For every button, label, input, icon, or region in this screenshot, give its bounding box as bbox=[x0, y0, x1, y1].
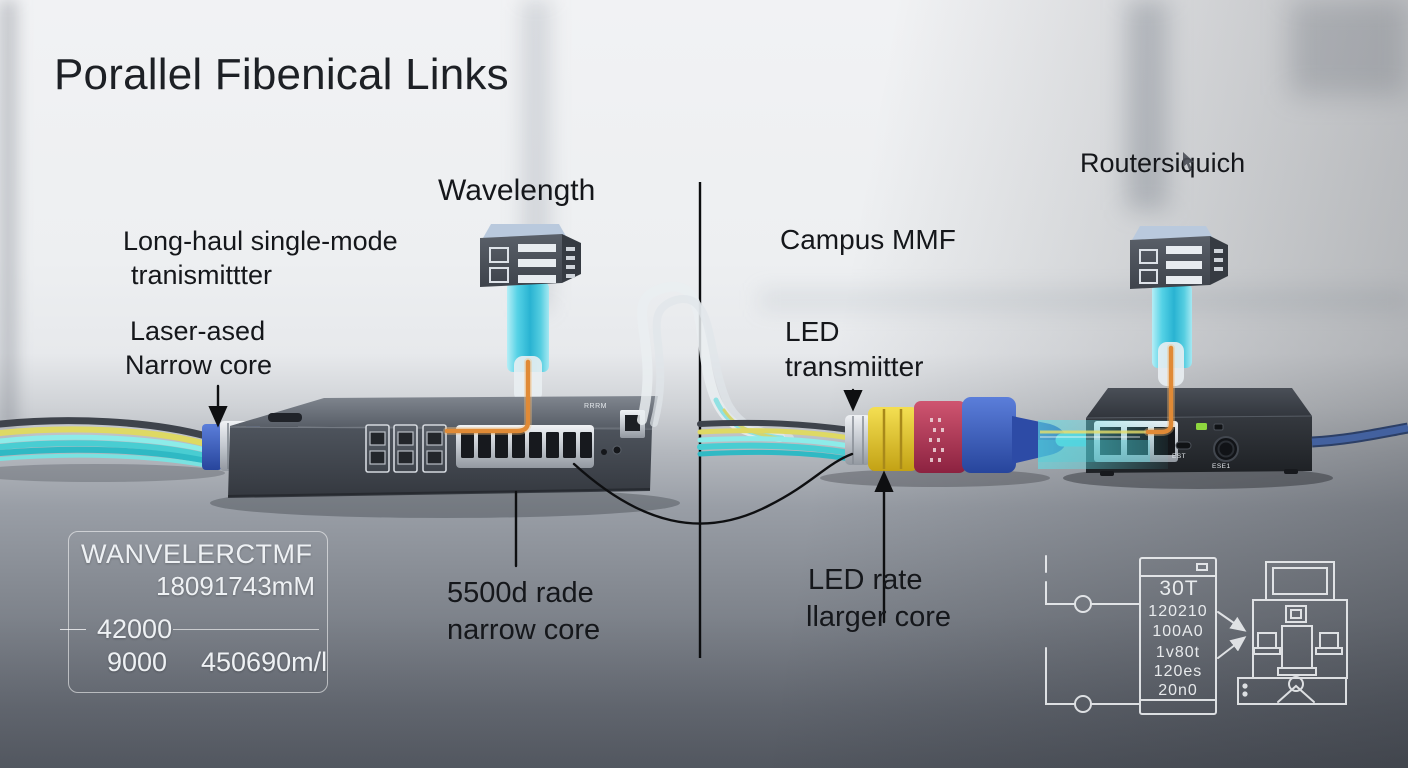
schematic-row: 120es bbox=[1153, 663, 1203, 680]
loop-cable bbox=[637, 281, 794, 442]
multimode-cable bbox=[697, 419, 853, 462]
spec-core-value: 9000 bbox=[107, 647, 168, 677]
panel-dash bbox=[60, 629, 86, 630]
single-mode-cable bbox=[0, 417, 210, 468]
spec-reach-value: 18091743mM bbox=[156, 571, 315, 601]
right-transceiver-module bbox=[1130, 226, 1228, 289]
router-status-led bbox=[1196, 423, 1207, 430]
label-campus-mmf: Campus MMF bbox=[780, 224, 956, 255]
connector-markings bbox=[929, 418, 944, 462]
page-title: Porallel Fibenical Links bbox=[54, 50, 509, 99]
switch-led bbox=[601, 449, 607, 455]
switch-badge: RRRM bbox=[584, 403, 607, 410]
label-wavelength: Wavelength bbox=[438, 174, 596, 207]
schematic-row: 100A0 bbox=[1152, 623, 1204, 640]
router-usbc-port bbox=[1175, 441, 1192, 450]
schematic-row: 20n0 bbox=[1158, 682, 1198, 699]
label-fiber-grade: 5500d rade narrow core bbox=[447, 577, 601, 646]
left-transceiver-module bbox=[480, 224, 581, 287]
router-port-label: EST bbox=[1172, 453, 1187, 460]
cursor-icon bbox=[1183, 152, 1194, 171]
reference-schematic bbox=[1045, 555, 1348, 715]
panel-rule bbox=[173, 629, 319, 630]
leader-curve-connector bbox=[572, 452, 854, 525]
label-single-mode-transmitter: Long-haul single-mode tranismittter bbox=[123, 226, 398, 291]
schematic-header: 30T bbox=[1159, 577, 1199, 600]
label-router: Routersiquich bbox=[1080, 148, 1246, 178]
spec-panel: WANVELERCTMF 18091743mM 42000 9000 45069… bbox=[60, 531, 328, 693]
spec-rate-value: 450690m/l bbox=[201, 647, 328, 677]
network-switch bbox=[227, 396, 658, 498]
label-led-rate: LED rate llarger core bbox=[806, 564, 952, 633]
schematic-row: 1v80t bbox=[1155, 644, 1201, 661]
orange-fiber-left bbox=[443, 358, 532, 435]
light-beam bbox=[1038, 420, 1168, 469]
annotation-arrows bbox=[208, 384, 894, 624]
orange-fiber-right bbox=[1144, 344, 1175, 436]
router-led-off bbox=[1213, 423, 1224, 431]
switch-sfp-modules bbox=[365, 424, 447, 473]
switch-button bbox=[612, 445, 622, 455]
label-laser-narrow-core: Laser-ased Narrow core bbox=[125, 316, 273, 381]
router-button-label: ESE1 bbox=[1212, 463, 1231, 470]
switch-ethernet-ports bbox=[456, 425, 594, 468]
schematic-row: 120210 bbox=[1148, 603, 1208, 620]
spec-panel-title: WANVELERCTMF bbox=[81, 539, 313, 569]
label-led-transmitter: LED transmiitter bbox=[785, 316, 924, 383]
spec-wavelength-value: 42000 bbox=[97, 614, 173, 644]
